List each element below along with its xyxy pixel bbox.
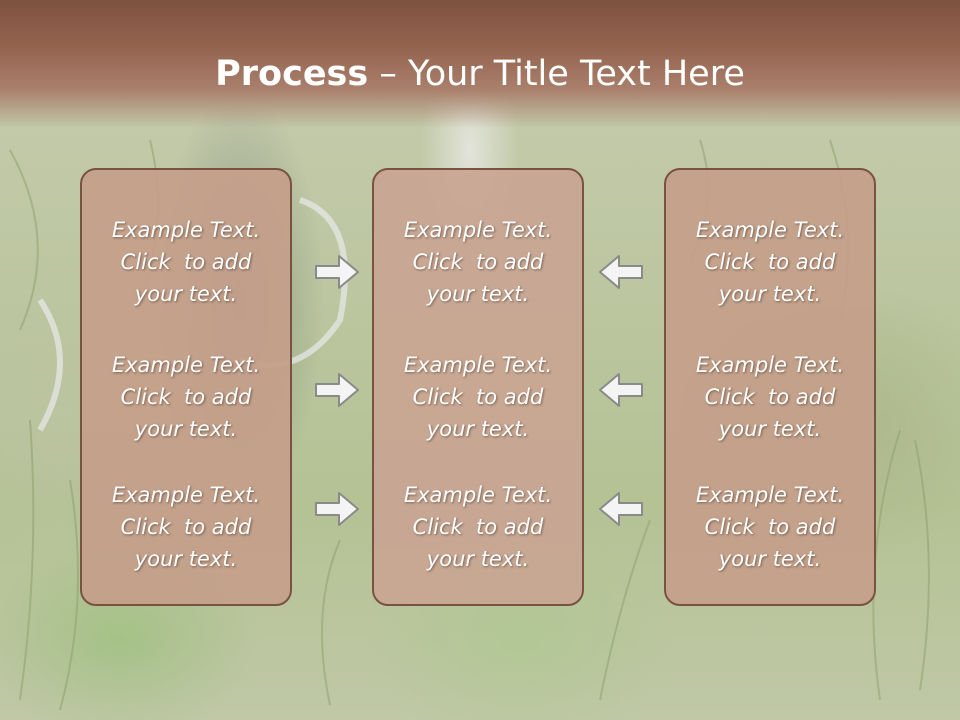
text-line: Example Text.	[403, 218, 553, 242]
text-line: Click to add	[704, 385, 836, 409]
slide-title[interactable]: Process – Your Title Text Here	[0, 52, 960, 96]
text-line: your text.	[134, 282, 238, 306]
text-line: Click to add	[120, 515, 252, 539]
arrow-left-icon	[599, 255, 643, 289]
arrow-right-icon	[315, 255, 359, 289]
arrow-right-icon	[315, 373, 359, 407]
text-line: your text.	[134, 417, 238, 441]
text-placeholder[interactable]: Example Text. Click to add your text.	[374, 479, 582, 575]
text-placeholder[interactable]: Example Text. Click to add your text.	[82, 349, 290, 445]
text-line: Click to add	[412, 250, 544, 274]
text-line: Example Text.	[403, 483, 553, 507]
process-box-center[interactable]: Example Text. Click to add your text. Ex…	[372, 168, 584, 606]
text-placeholder[interactable]: Example Text. Click to add your text.	[666, 479, 874, 575]
process-box-right[interactable]: Example Text. Click to add your text. Ex…	[664, 168, 876, 606]
text-line: your text.	[134, 547, 238, 571]
text-line: Click to add	[120, 385, 252, 409]
text-placeholder[interactable]: Example Text. Click to add your text.	[374, 214, 582, 310]
text-line: Example Text.	[695, 218, 845, 242]
text-line: Example Text.	[403, 353, 553, 377]
text-placeholder[interactable]: Example Text. Click to add your text.	[82, 214, 290, 310]
text-line: your text.	[426, 417, 530, 441]
text-line: Click to add	[412, 515, 544, 539]
text-placeholder[interactable]: Example Text. Click to add your text.	[666, 349, 874, 445]
title-rest: – Your Title Text Here	[368, 54, 745, 94]
text-line: Click to add	[412, 385, 544, 409]
text-line: your text.	[718, 417, 822, 441]
text-placeholder[interactable]: Example Text. Click to add your text.	[374, 349, 582, 445]
text-line: your text.	[426, 282, 530, 306]
arrow-left-icon	[599, 492, 643, 526]
text-line: Click to add	[704, 250, 836, 274]
text-line: Example Text.	[695, 353, 845, 377]
title-bold: Process	[215, 54, 369, 94]
text-line: Example Text.	[111, 483, 261, 507]
text-line: Example Text.	[111, 218, 261, 242]
text-placeholder[interactable]: Example Text. Click to add your text.	[82, 479, 290, 575]
text-line: your text.	[426, 547, 530, 571]
arrow-left-icon	[599, 373, 643, 407]
text-placeholder[interactable]: Example Text. Click to add your text.	[666, 214, 874, 310]
title-bar	[0, 0, 960, 128]
text-line: Example Text.	[695, 483, 845, 507]
process-box-left[interactable]: Example Text. Click to add your text. Ex…	[80, 168, 292, 606]
arrow-right-icon	[315, 492, 359, 526]
text-line: Click to add	[704, 515, 836, 539]
text-line: Example Text.	[111, 353, 261, 377]
text-line: your text.	[718, 282, 822, 306]
text-line: Click to add	[120, 250, 252, 274]
text-line: your text.	[718, 547, 822, 571]
